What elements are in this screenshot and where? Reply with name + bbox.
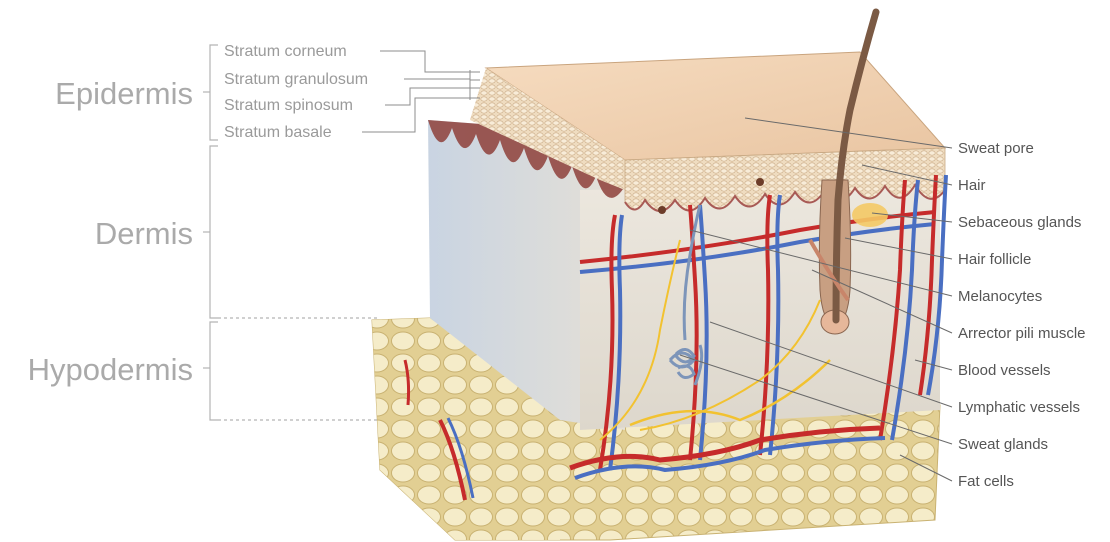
skin-block-illustration bbox=[372, 12, 946, 540]
label-hair: Hair bbox=[958, 177, 986, 194]
strata-label-corneum: Stratum corneum bbox=[224, 43, 347, 60]
label-lymphatic-vessels: Lymphatic vessels bbox=[958, 399, 1080, 416]
label-melanocytes: Melanocytes bbox=[958, 288, 1042, 305]
layer-label-dermis: Dermis bbox=[95, 216, 193, 251]
layer-label-epidermis: Epidermis bbox=[55, 76, 193, 111]
sebaceous-gland-shape bbox=[852, 203, 888, 227]
label-blood-vessels: Blood vessels bbox=[958, 362, 1051, 379]
label-fat-cells: Fat cells bbox=[958, 473, 1014, 490]
strata-label-basale: Stratum basale bbox=[224, 124, 332, 141]
label-arrector-pili-muscle: Arrector pili muscle bbox=[958, 325, 1086, 342]
label-hair-follicle: Hair follicle bbox=[958, 251, 1031, 268]
strata-leaders bbox=[362, 51, 480, 132]
label-sweat-pore: Sweat pore bbox=[958, 140, 1034, 157]
strata-label-spinosum: Stratum spinosum bbox=[224, 97, 353, 114]
label-sebaceous-glands: Sebaceous glands bbox=[958, 214, 1081, 231]
label-sweat-glands: Sweat glands bbox=[958, 436, 1048, 453]
layer-label-hypodermis: Hypodermis bbox=[28, 352, 193, 387]
strata-label-granulosum: Stratum granulosum bbox=[224, 71, 368, 88]
